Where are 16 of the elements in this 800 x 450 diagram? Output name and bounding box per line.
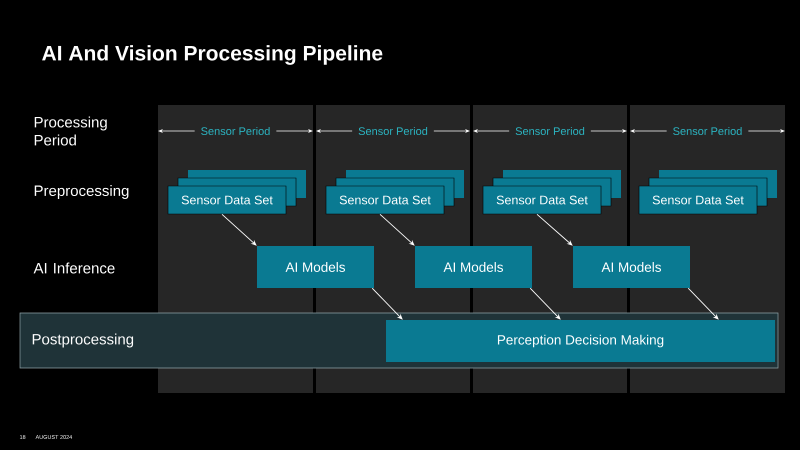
- row-label: AI Inference: [34, 262, 115, 274]
- data-set-stack: Sensor Data Set: [482, 170, 621, 214]
- row-label: Preprocessing: [34, 185, 128, 199]
- data-set-stack: Sensor Data Set: [638, 170, 777, 214]
- process-box: AI Models: [257, 246, 374, 288]
- data-set-stack: Sensor Data Set: [326, 170, 464, 214]
- period-label: Sensor Period: [509, 124, 591, 138]
- period-label: Sensor Period: [666, 124, 748, 138]
- row-label: Processing Period: [34, 116, 107, 146]
- period-label: Sensor Period: [194, 124, 276, 138]
- process-box: AI Models: [415, 246, 532, 288]
- period-label: Sensor Period: [352, 124, 434, 138]
- process-box: AI Models: [573, 246, 690, 288]
- data-set-stack: Sensor Data Set: [168, 170, 306, 214]
- slide-title: AI And Vision Processing Pipeline: [42, 45, 382, 65]
- process-box: Perception Decision Making: [386, 320, 775, 362]
